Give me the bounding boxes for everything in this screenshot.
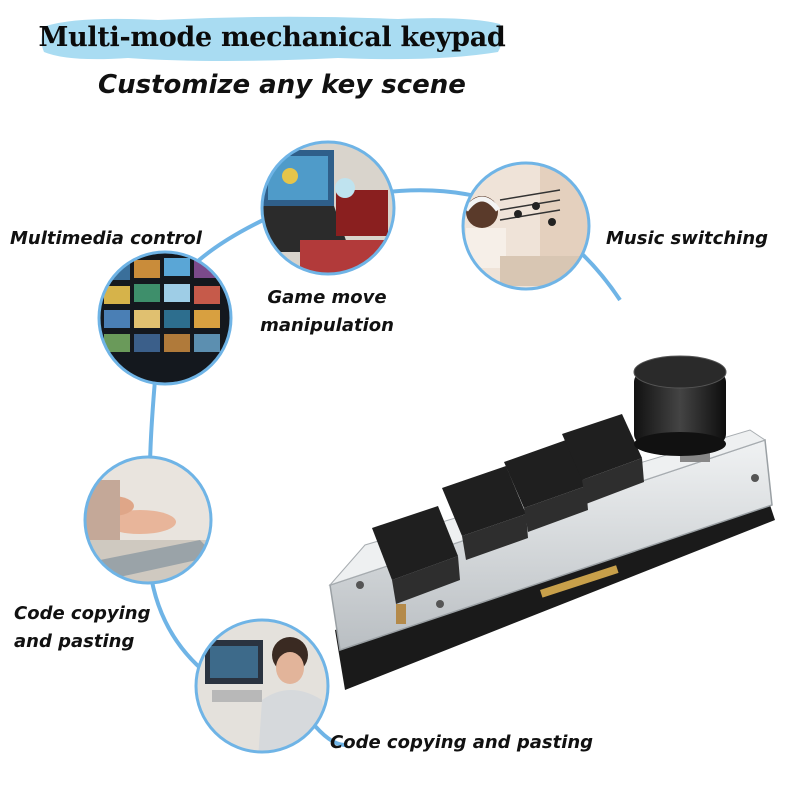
label-game: Game move manipulation: [252, 284, 402, 340]
label-multimedia: Multimedia control: [10, 228, 202, 249]
label-game-line1: Game move: [267, 287, 387, 308]
arc-left-upper: [148, 379, 157, 471]
title-highlight: [41, 16, 503, 61]
label-code1: Code copying and pasting: [14, 600, 150, 656]
label-code2: Code copying and pasting: [330, 732, 594, 753]
title-banner: Multi-mode mechanical keypad: [38, 12, 506, 64]
page-subtitle: Customize any key scene: [98, 70, 466, 100]
label-music: Music switching: [606, 228, 769, 249]
label-code1-line2: and pasting: [14, 631, 135, 652]
page-title: Multi-mode mechanical keypad: [38, 22, 506, 53]
arc-left-lower: [148, 569, 217, 682]
label-game-line2: manipulation: [260, 315, 394, 336]
label-code1-line1: Code copying: [14, 603, 151, 624]
